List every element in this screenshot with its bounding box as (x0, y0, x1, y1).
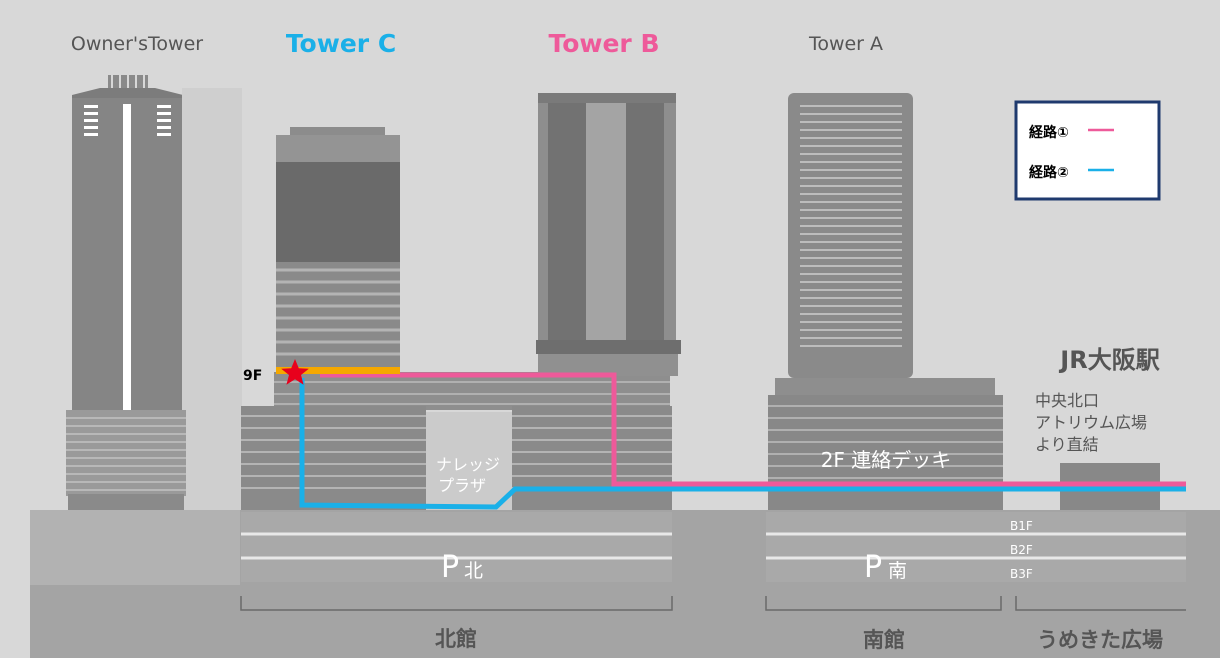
legend-route-2-label: 経路② (1029, 164, 1069, 181)
atrium-label-2: アトリウム広場 (1035, 413, 1147, 432)
tower-c-label: Tower C (286, 29, 396, 58)
parking-south-p: P (864, 550, 882, 585)
parking-north-p: P (441, 550, 459, 585)
north-building-label: 北館 (435, 627, 477, 651)
umekita-label: うめきた広場 (1037, 628, 1163, 652)
tower-b (536, 93, 681, 376)
jr-osaka-label: JR大阪駅 (1058, 346, 1159, 374)
b2f-label: B2F (1010, 543, 1033, 557)
tower-c (276, 127, 400, 372)
route-legend: 経路① 経路② (1014, 100, 1161, 201)
route-1-line (320, 372, 1186, 487)
basement-levels (241, 512, 1186, 582)
south-building-label: 南館 (863, 628, 905, 652)
atrium-label-1: 中央北口 (1035, 391, 1099, 410)
route-2-line (299, 378, 1186, 510)
knowledge-plaza-label-2: プラザ (438, 476, 486, 495)
9f-floor-highlight (276, 367, 400, 374)
b3f-label: B3F (1010, 567, 1033, 581)
section-brackets (240, 596, 1186, 611)
parking-north-kanji: 北 (464, 560, 483, 582)
tower-b-label: Tower B (548, 29, 659, 58)
atrium-label-3: より直結 (1035, 435, 1099, 454)
north-podium (241, 372, 672, 510)
b1f-label: B1F (1010, 519, 1033, 533)
knowledge-plaza-label-1: ナレッジ (436, 455, 500, 474)
deck-label: 2F 連絡デッキ (821, 448, 952, 472)
start-star-icon (281, 359, 309, 385)
legend-route-1-label: 経路① (1029, 124, 1069, 141)
owners-tower-label: Owner'sTower (71, 33, 203, 55)
parking-south-kanji: 南 (888, 560, 907, 582)
basement-light-band (30, 510, 240, 585)
floor-9f-label: 9F (243, 368, 262, 384)
owners-tower (66, 75, 242, 510)
tower-a-label: Tower A (808, 33, 883, 55)
